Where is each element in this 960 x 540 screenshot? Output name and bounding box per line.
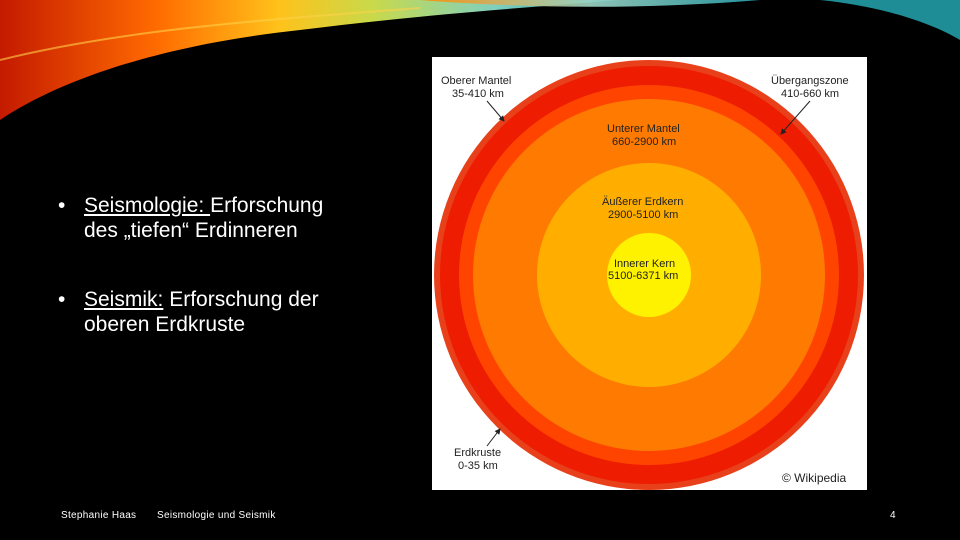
upper-mantle-range: 35-410 km [452,88,504,100]
banner-wave-cool [420,0,760,7]
bullet-text: Erforschung [210,194,324,217]
bullet-text-2: oberen Erdkruste [84,313,246,336]
crust-arrow [486,428,501,447]
bullet-term: Seismologie: [84,194,211,217]
inner-core-label: Innerer Kern [614,258,675,270]
bullet-text: Erforschung der [163,288,319,311]
transition-zone-range: 410-660 km [781,88,839,100]
bullet-text-2: des „tiefen“ Erdinneren [84,219,298,242]
page-number: 4 [890,510,896,521]
earth-layers-diagram: Oberer Mantel 35-410 km Übergangszone 41… [434,60,864,490]
bullet-list: • Seismologie: Erforschung des „tiefen“ … [58,193,388,381]
banner-wave-warm [0,0,620,120]
upper-mantle-arrow [486,100,505,122]
earth-layers-figure: Oberer Mantel 35-410 km Übergangszone 41… [432,57,867,490]
bullet-seismologie: • Seismologie: Erforschung des „tiefen“ … [58,193,388,243]
inner-core-layer [607,233,691,317]
bullet-dot: • [58,288,66,311]
bullet-seismik: • Seismik: Erforschung der oberen Erdkru… [58,287,388,337]
banner-wave-teal [820,0,960,40]
lower-mantle-label: Unterer Mantel [607,123,680,135]
bullet-dot: • [58,194,66,217]
banner-stripe [0,7,421,61]
decorative-banner [0,0,960,120]
inner-core-range: 5100-6371 km [608,270,678,282]
outer-core-label: Äußerer Erdkern [602,196,683,208]
bullet-term: Seismik: [84,288,164,311]
transition-zone-label: Übergangszone [771,75,849,87]
footer-author: Stephanie Haas [61,510,137,521]
upper-mantle-label: Oberer Mantel [441,75,511,87]
figure-credit: © Wikipedia [782,471,847,485]
crust-range: 0-35 km [458,460,498,472]
outer-core-range: 2900-5100 km [608,209,678,221]
crust-label: Erdkruste [454,447,501,459]
footer-title: Seismologie und Seismik [157,510,276,521]
lower-mantle-range: 660-2900 km [612,136,676,148]
transition-zone-arrow [780,100,811,135]
